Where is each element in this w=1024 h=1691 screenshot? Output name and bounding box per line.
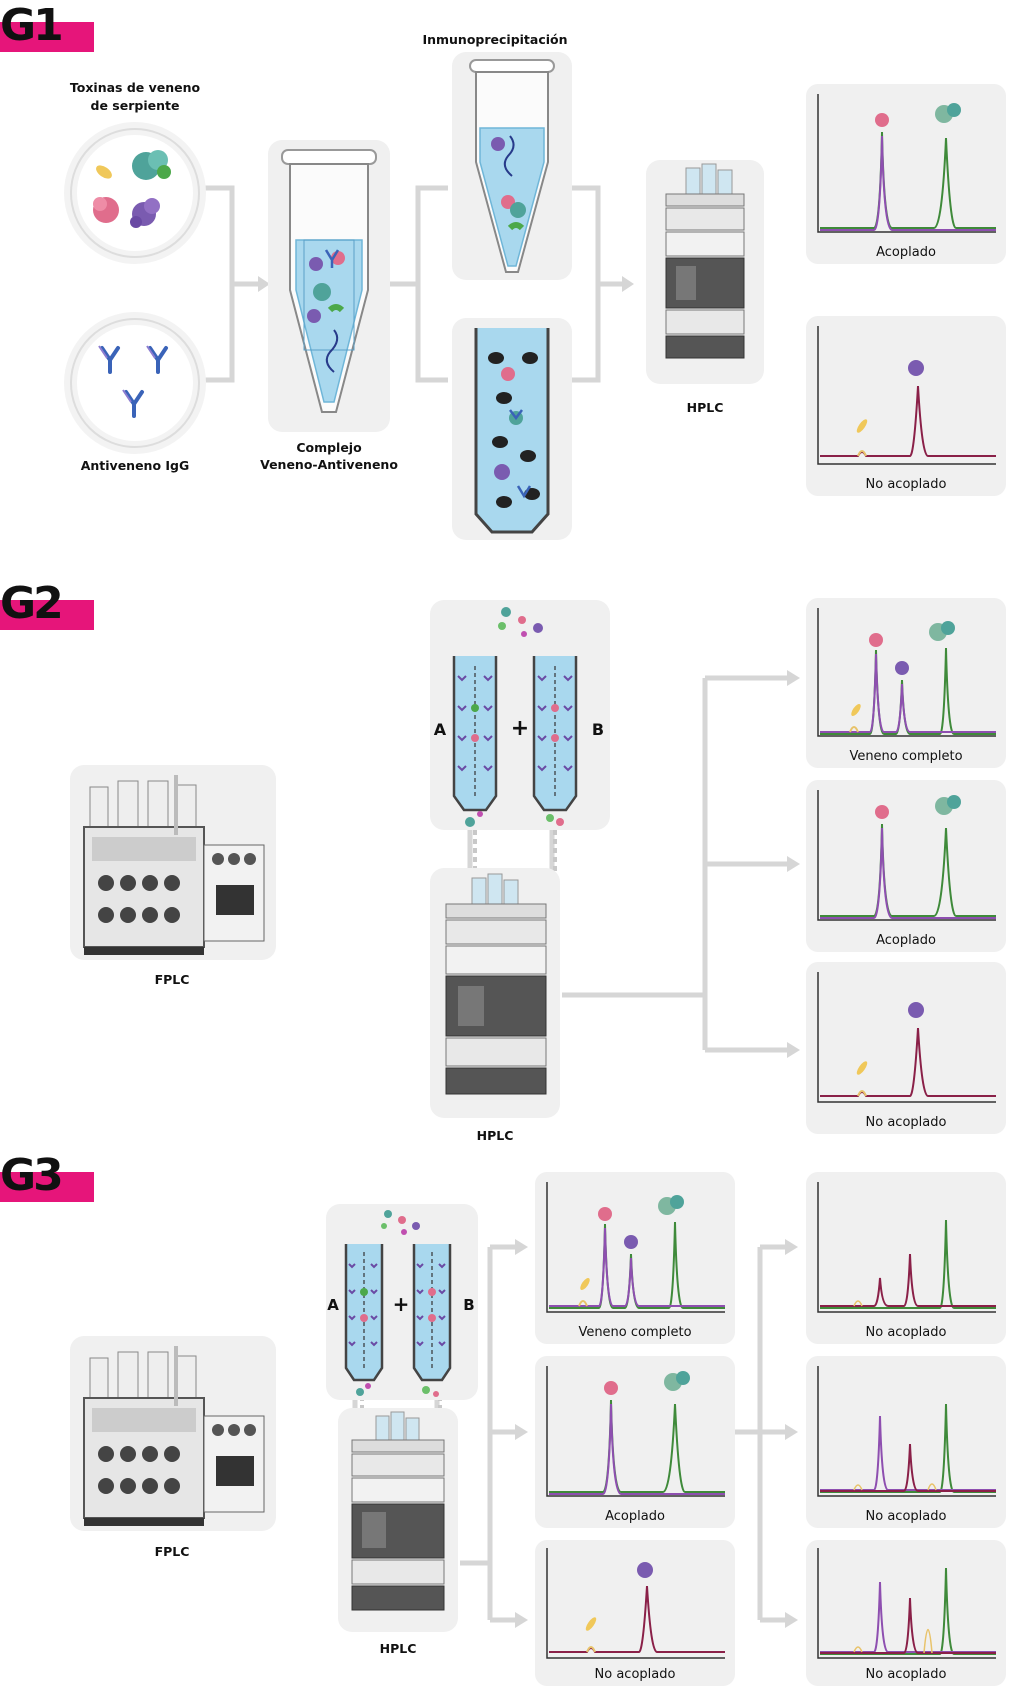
affinity-column xyxy=(474,328,550,534)
g3-right-plot-3: No acoplado xyxy=(806,1540,1006,1686)
chromatogram xyxy=(817,608,996,737)
g2-plot-veneno-completo: Veneno completo xyxy=(806,598,1006,768)
g3-banner xyxy=(0,1172,94,1202)
g2-hplc-label: HPLC xyxy=(476,1128,514,1143)
g2-title: G2 xyxy=(0,578,64,629)
g3-fplc-label: FPLC xyxy=(154,1544,190,1559)
complex-label-line2: Veneno-Antiveneno xyxy=(260,457,398,472)
g3-plus-sign: + xyxy=(392,1292,410,1316)
g1-hplc-label: HPLC xyxy=(686,400,724,415)
g3-plot-acoplado-caption: Acoplado xyxy=(605,1509,665,1524)
antivenom-igg-dish xyxy=(64,312,206,454)
chromatogram xyxy=(546,1548,725,1659)
toxins-label-line2: de serpiente xyxy=(90,98,180,113)
chromatogram xyxy=(817,326,996,465)
g3-plot-no-acoplado: No acoplado xyxy=(535,1540,735,1686)
g2-plus-sign: + xyxy=(510,716,530,741)
g3-plot-veneno-completo-caption: Veneno completo xyxy=(578,1325,692,1340)
g3-right-plot-3-caption: No acoplado xyxy=(865,1667,947,1682)
g1-plot-acoplado: Acoplado xyxy=(806,84,1006,264)
g2-plot-veneno-completo-caption: Veneno completo xyxy=(849,749,963,764)
g3-plot-no-acoplado-caption: No acoplado xyxy=(594,1667,676,1682)
g2-banner xyxy=(0,600,94,630)
g3-hplc-instrument xyxy=(351,1411,445,1611)
g3-col-a-label: A xyxy=(327,1296,339,1314)
g2-fplc-label: FPLC xyxy=(154,972,190,987)
g2-plot-no-acoplado-caption: No acoplado xyxy=(865,1115,947,1130)
g3-plot-acoplado: Acoplado xyxy=(535,1356,735,1528)
g2-hplc-instrument xyxy=(445,873,547,1095)
chromatogram xyxy=(817,790,996,921)
g2-col-a-label: A xyxy=(433,720,447,739)
g3-right-plot-1-caption: No acoplado xyxy=(865,1325,947,1340)
g2-col-b-label: B xyxy=(591,720,605,739)
g3-title: G3 xyxy=(0,1150,64,1201)
chromatogram xyxy=(817,1548,996,1659)
g3-fplc-instrument xyxy=(83,1346,265,1526)
g3-hplc-label: HPLC xyxy=(379,1641,417,1656)
g2-columns xyxy=(452,607,578,827)
g3-right-plot-1: No acoplado xyxy=(806,1172,1006,1344)
g3-right-plot-2-caption: No acoplado xyxy=(865,1509,947,1524)
immunoprecipitation-label: Inmunoprecipitación xyxy=(422,32,568,47)
g2-plot-acoplado: Acoplado xyxy=(806,780,1006,952)
g1-banner xyxy=(0,22,94,52)
venom-antivenom-complex-tube xyxy=(281,149,377,413)
g2-plot-acoplado-caption: Acoplado xyxy=(876,933,936,948)
g1-plot-no-acoplado-caption: No acoplado xyxy=(865,477,947,492)
g3-plot-veneno-completo: Veneno completo xyxy=(535,1172,735,1344)
g3-columns xyxy=(344,1210,452,1397)
g2-plot-no-acoplado: No acoplado xyxy=(806,962,1006,1134)
chromatogram xyxy=(546,1366,725,1497)
chromatogram xyxy=(817,1366,996,1497)
toxins-label-line1: Toxinas de veneno xyxy=(69,80,201,95)
g1-hplc-instrument xyxy=(665,163,745,359)
chromatogram xyxy=(817,94,996,233)
g1-plot-acoplado-caption: Acoplado xyxy=(876,245,936,260)
g1-title: G1 xyxy=(0,0,64,51)
chromatogram xyxy=(817,972,996,1103)
g3-col-b-label: B xyxy=(463,1296,475,1314)
g3-right-plot-2: No acoplado xyxy=(806,1356,1006,1528)
chromatogram xyxy=(546,1182,725,1313)
g2-fplc-instrument xyxy=(83,775,265,955)
ip-tube xyxy=(469,59,555,273)
complex-label-line1: Complejo xyxy=(296,440,362,455)
venom-toxins-dish xyxy=(64,122,206,264)
antivenom-label: Antiveneno IgG xyxy=(80,458,190,473)
chromatogram xyxy=(817,1182,996,1313)
g1-plot-no-acoplado: No acoplado xyxy=(806,316,1006,496)
